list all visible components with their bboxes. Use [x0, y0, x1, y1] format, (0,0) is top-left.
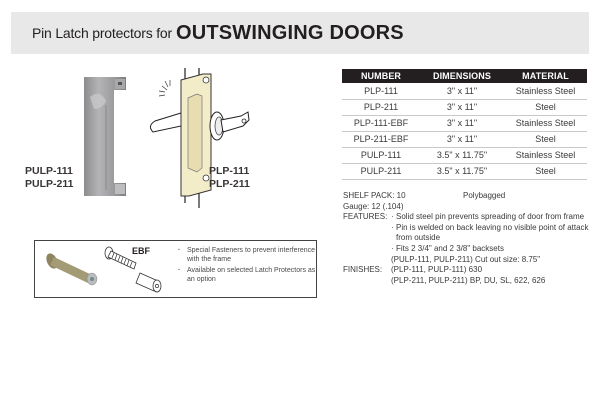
plp-model-labels: PLP-111 PLP-211: [209, 165, 250, 191]
shelf-pack: SHELF PACK: 10: [343, 191, 406, 200]
title-prefix: Pin Latch protectors for: [32, 25, 172, 41]
table-header-row: NUMBER DIMENSIONS MATERIAL: [342, 69, 587, 83]
pulp-protector-image: [84, 77, 126, 196]
features-row: FEATURES: Solid steel pin prevents sprea…: [343, 212, 591, 254]
cell-dimensions: 3.5" x 11.75": [420, 163, 504, 180]
gauge: Gauge: 12 (.104): [343, 201, 404, 211]
pulp-label-211: PULP-211: [25, 178, 74, 190]
cell-material: Stainless Steel: [504, 147, 587, 164]
cell-number: PLP-111: [342, 83, 420, 100]
features-label: FEATURES:: [343, 212, 388, 222]
ebf-label: EBF: [132, 246, 150, 256]
pulp-model-labels: PULP-111 PULP-211: [25, 165, 73, 191]
header-number: NUMBER: [342, 69, 420, 83]
cell-material: Stainless Steel: [504, 115, 587, 132]
cell-number: PLP-211-EBF: [342, 131, 420, 148]
cutout-size: (PULP-111, PULP-211) Cut out size: 8.75": [391, 254, 541, 264]
table-row: PLP-211 3" x 11" Steel: [342, 99, 587, 116]
cell-dimensions: 3" x 11": [420, 99, 504, 116]
table-row: PLP-211-EBF 3" x 11" Steel: [342, 131, 587, 148]
cell-material: Steel: [504, 131, 587, 148]
ebf-fastener-box: EBF Special Fasteners to prevent interfe…: [34, 240, 317, 298]
cell-dimensions: 3" x 11": [420, 131, 504, 148]
feature-item: Pin is welded on back leaving no visible…: [391, 223, 591, 244]
table-row: PLP-111-EBF 3" x 11" Stainless Steel: [342, 115, 587, 132]
finish-item: (PLP-111, PULP-111) 630: [391, 265, 483, 275]
table-row: PULP-111 3.5" x 11.75" Stainless Steel: [342, 147, 587, 164]
header-dimensions: DIMENSIONS: [420, 69, 504, 83]
pulp-label-111: PULP-111: [25, 165, 73, 177]
cell-number: PLP-111-EBF: [342, 115, 420, 132]
cell-number: PULP-111: [342, 147, 420, 164]
spec-table: NUMBER DIMENSIONS MATERIAL PLP-111 3" x …: [342, 69, 587, 180]
cell-dimensions: 3" x 11": [420, 115, 504, 132]
table-row: PULP-211 3.5" x 11.75" Steel: [342, 163, 587, 180]
cell-material: Steel: [504, 163, 587, 180]
shelf-pack-row: SHELF PACK: 10 Polybagged: [343, 191, 591, 202]
plp-protector-image: [149, 68, 250, 208]
features-list: Solid steel pin prevents spreading of do…: [391, 212, 591, 254]
packaging: Polybagged: [463, 191, 506, 200]
table-row: PLP-111 3" x 11" Stainless Steel: [342, 83, 587, 100]
ebf-note: Available on selected Latch Protectors a…: [178, 267, 316, 284]
cell-number: PLP-211: [342, 99, 420, 116]
finish-item: (PLP-211, PULP-211) BP, DU, SL, 622, 626: [391, 275, 546, 285]
feature-item: Solid steel pin prevents spreading of do…: [391, 212, 591, 223]
finishes-row: FINISHES: (PLP-111, PULP-111) 630: [343, 265, 591, 276]
ebf-note: Special Fasteners to prevent interferenc…: [178, 247, 316, 264]
specifications-block: SHELF PACK: 10 Polybagged Gauge: 12 (.10…: [343, 191, 591, 286]
cell-material: Stainless Steel: [504, 83, 587, 100]
ebf-notes: Special Fasteners to prevent interferenc…: [178, 247, 316, 287]
header-material: MATERIAL: [504, 69, 587, 83]
plp-label-211: PLP-211: [209, 178, 250, 190]
page-title: OUTSWINGING DOORS: [175, 21, 404, 44]
plp-label-111: PLP-111: [209, 165, 250, 177]
finishes-label: FINISHES:: [343, 265, 383, 275]
cell-material: Steel: [504, 99, 587, 116]
feature-item: Fits 2 3/4" and 2 3/8" backsets: [391, 244, 591, 255]
cell-dimensions: 3" x 11": [420, 83, 504, 100]
title-band: Pin Latch protectors for OUTSWINGING DOO…: [11, 12, 589, 54]
fastener-image: [46, 246, 162, 293]
cell-number: PULP-211: [342, 163, 420, 180]
cell-dimensions: 3.5" x 11.75": [420, 147, 504, 164]
